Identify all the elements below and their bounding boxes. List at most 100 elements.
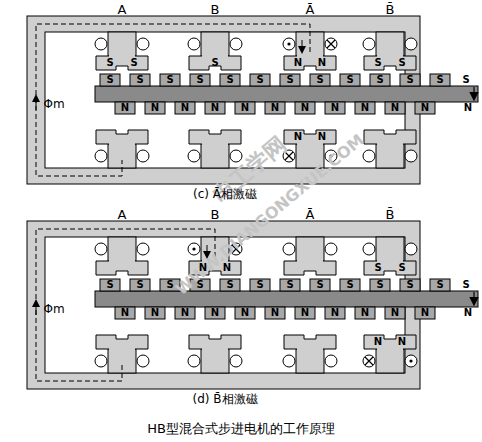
rotor-polarity: S [106, 75, 113, 85]
coil-conductor [188, 355, 200, 367]
coil-conductor [363, 243, 375, 255]
rotor-polarity: N [151, 103, 159, 113]
coil-conductor [95, 150, 107, 162]
pole-joint [109, 348, 135, 350]
rotor-tooth [415, 102, 435, 114]
rotor-tooth [190, 74, 210, 86]
stator-pole [108, 144, 136, 168]
pole-polarity: S [211, 58, 218, 68]
rotor-polarity: N [331, 308, 339, 318]
pole-joint [377, 260, 403, 262]
rotor-polarity: N [241, 103, 249, 113]
coil-conductor [405, 150, 417, 162]
magnet-polarity: N [464, 308, 472, 318]
pole-polarity: S [106, 58, 113, 68]
rotor-tooth [265, 102, 285, 114]
rotor-polarity: S [346, 75, 353, 85]
pole-shoe [96, 261, 148, 275]
rotor-tooth [115, 102, 135, 114]
rotor-tooth [370, 279, 390, 291]
rotor-tooth [355, 307, 375, 319]
pole-shoe [364, 335, 416, 349]
rotor-tooth [280, 74, 300, 86]
rotor-tooth [355, 102, 375, 114]
stator-pole [108, 32, 136, 56]
pole-joint [297, 143, 323, 145]
pole-shoe [284, 56, 336, 70]
pole-shoe [189, 130, 241, 144]
pole-shoe [189, 335, 241, 349]
pole-joint [377, 348, 403, 350]
pole-joint [202, 55, 228, 57]
rotor-tooth [160, 74, 180, 86]
magnet-polarity: S [462, 280, 469, 290]
phase-label: Ā [306, 208, 315, 221]
rotor-tooth [370, 74, 390, 86]
coil-conductor [325, 243, 337, 255]
coil-conductor [188, 38, 200, 50]
coil-conductor [325, 355, 337, 367]
rotor-tooth [265, 307, 285, 319]
rotor-tooth [295, 307, 315, 319]
rotor-polarity: N [241, 308, 249, 318]
rotor-tooth [430, 74, 450, 86]
magnet-arrow [473, 87, 474, 99]
pole-polarity: N [318, 132, 326, 142]
pole-polarity: N [294, 58, 302, 68]
rotor-polarity: S [226, 75, 233, 85]
stator-pole [296, 237, 324, 261]
stator-pole [376, 237, 404, 261]
coil-conductor [188, 150, 200, 162]
coil-conductor [137, 38, 149, 50]
pole-polarity: N [318, 58, 326, 68]
stator-pole [376, 349, 404, 373]
rotor-tooth [205, 102, 225, 114]
rotor-polarity: N [391, 308, 399, 318]
rotor-polarity: S [166, 280, 173, 290]
coil-conductor [363, 355, 375, 367]
rotor-polarity: S [376, 280, 383, 290]
rotor-tooth [430, 279, 450, 291]
figure-caption: HB型混合式步进电机的工作原理 [147, 422, 335, 435]
coil-conductor [230, 150, 242, 162]
rotor-tooth [145, 102, 165, 114]
rotor-polarity: N [211, 308, 219, 318]
rotor-tooth [145, 307, 165, 319]
coil-conductor [363, 150, 375, 162]
pole-shoe [96, 335, 148, 349]
rotor-tooth [385, 102, 405, 114]
rotor-tooth [130, 279, 150, 291]
rotor-polarity: N [421, 308, 429, 318]
rotor-tooth [100, 74, 120, 86]
rotor-body [95, 291, 478, 307]
rotor-polarity: N [181, 308, 189, 318]
coil-conductor [363, 38, 375, 50]
coil-conductor [405, 355, 417, 367]
coil-conductor [283, 38, 295, 50]
flux-arrow [36, 96, 37, 110]
pole-polarity: S [398, 263, 405, 273]
rotor-tooth [205, 307, 225, 319]
rotor-polarity: N [121, 103, 129, 113]
phase-label: Ā [306, 3, 315, 16]
pole-shoe [284, 130, 336, 144]
coil-conductor [405, 38, 417, 50]
rotor-polarity: S [376, 75, 383, 85]
current-in-cross [327, 40, 335, 48]
rotor-polarity: N [121, 308, 129, 318]
rotor-polarity: S [436, 75, 443, 85]
rotor-polarity: S [256, 280, 263, 290]
rotor-tooth [325, 307, 345, 319]
rotor-polarity: N [181, 103, 189, 113]
coil-conductor [137, 355, 149, 367]
rotor-tooth [220, 279, 240, 291]
rotor-tooth [100, 279, 120, 291]
rotor-tooth [340, 279, 360, 291]
flux-arrow [302, 40, 303, 52]
rotor-tooth [400, 279, 420, 291]
rotor-tooth [400, 74, 420, 86]
rotor-polarity: N [361, 103, 369, 113]
rotor-tooth [325, 102, 345, 114]
rotor-polarity: N [301, 308, 309, 318]
